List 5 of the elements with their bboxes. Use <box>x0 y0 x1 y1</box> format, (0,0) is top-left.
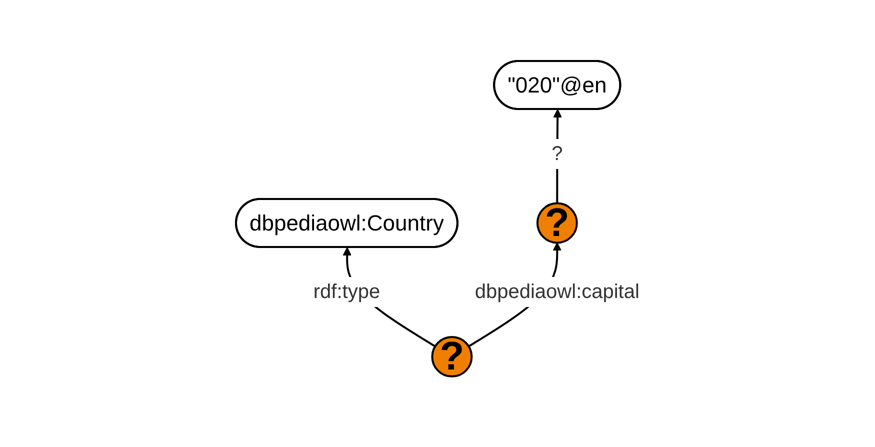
edge-label: rdf:type <box>313 280 380 303</box>
edge-label: dbpediaowl:capital <box>474 280 640 303</box>
node-circle: ? <box>431 336 472 378</box>
edge-label: ? <box>551 142 562 165</box>
node-circle: ? <box>536 202 578 244</box>
